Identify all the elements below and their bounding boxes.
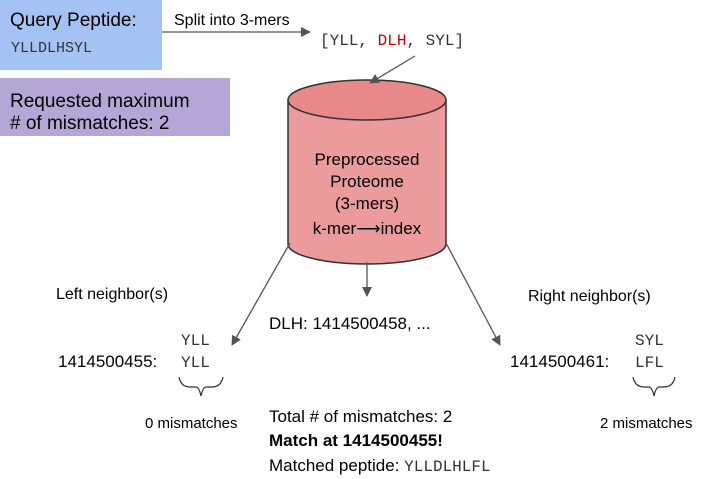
left-query-kmer: YLL	[181, 332, 210, 350]
cylinder-line2: Proteome	[330, 172, 404, 191]
result-peptide-row: Matched peptide: YLLDLHLFL	[269, 456, 491, 476]
left-position: 1414500455:	[58, 352, 158, 371]
result-peptide-label: Matched peptide:	[269, 456, 405, 475]
query-peptide-box: Query Peptide: YLLDLHSYL	[0, 0, 162, 70]
left-neighbor-arrow	[231, 242, 291, 346]
right-match-kmer: LFL	[635, 354, 664, 372]
right-query-kmer: SYL	[635, 332, 664, 350]
kmer-list-open: [	[320, 32, 330, 50]
right-position: 1414500461:	[510, 352, 610, 371]
kmer-list-close: ]	[454, 32, 465, 50]
kmer-1: YLL	[329, 32, 359, 50]
left-brace-icon	[178, 376, 224, 397]
max-mismatch-box: Requested maximum # of mismatches: 2	[0, 78, 230, 136]
right-neighbor-heading: Right neighbor(s)	[528, 288, 651, 305]
cylinder-line3: (3-mers)	[334, 194, 400, 213]
cylinder-line1: Preprocessed	[314, 150, 420, 169]
max-mismatch-line1: Requested maximum	[10, 91, 190, 112]
result-peptide: YLLDLHLFL	[404, 458, 491, 476]
left-mismatches: 0 mismatches	[145, 415, 238, 432]
kmer-separator: ,	[358, 32, 378, 50]
max-mismatch-line2: # of mismatches: 2	[10, 113, 170, 134]
left-match-kmer: YLL	[181, 354, 210, 372]
left-neighbor-heading: Left neighbor(s)	[56, 286, 169, 303]
kmer-to-proteome-arrow	[369, 55, 416, 84]
kmer-2-highlight: DLH	[377, 32, 407, 50]
split-label: Split into 3-mers	[174, 12, 290, 29]
center-hit: DLH: 1414500458, ...	[269, 314, 431, 333]
right-brace-icon	[632, 376, 676, 397]
result-match: Match at 1414500455!	[269, 431, 443, 450]
cylinder-label: Preprocessed Proteome (3-mers) k-mer⟶ind…	[288, 149, 446, 240]
right-neighbor-arrow	[445, 242, 501, 346]
kmer-separator: ,	[406, 32, 426, 50]
query-sequence: YLLDLHSYL	[11, 40, 93, 57]
kmer-3: SYL	[425, 32, 455, 50]
proteome-cylinder	[287, 79, 447, 265]
right-mismatches: 2 mismatches	[600, 415, 693, 432]
cylinder-line4: k-mer⟶index	[312, 219, 422, 238]
query-label: Query Peptide:	[10, 10, 137, 31]
kmer-list: [YLL, DLH, SYL]	[320, 32, 464, 50]
result-total: Total # of mismatches: 2	[269, 407, 453, 426]
